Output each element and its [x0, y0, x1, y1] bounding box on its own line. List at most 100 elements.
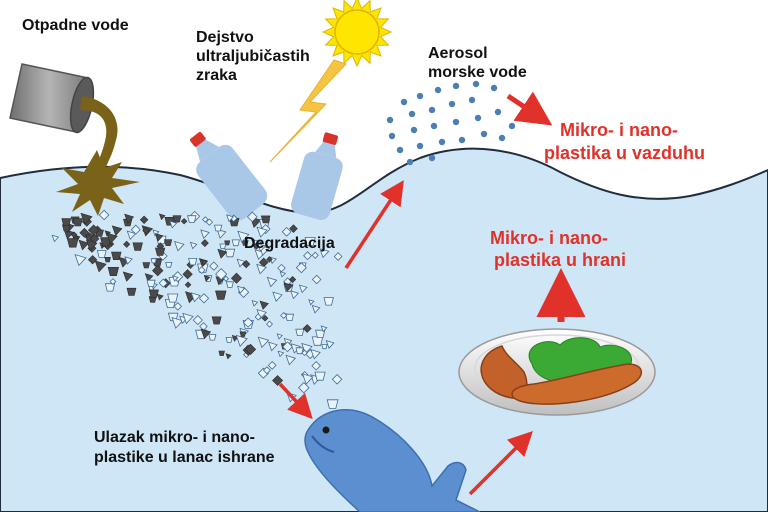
aerosol-droplet — [410, 126, 418, 134]
microplastic-particle — [98, 209, 110, 221]
microplastic-particle — [180, 218, 188, 225]
microplastic-particle — [333, 252, 343, 261]
aerosol-droplet — [388, 132, 396, 140]
microplastic-particle — [283, 282, 294, 292]
microplastic-particle — [165, 261, 173, 268]
microplastic-particle — [215, 268, 228, 281]
microplastic-particle — [301, 342, 313, 355]
microplastic-particle — [182, 312, 194, 325]
microplastic-particle — [142, 226, 150, 235]
microplastic-particle — [289, 275, 297, 284]
label-degradation: Degradacija — [244, 235, 335, 252]
aerosol-droplet — [498, 134, 506, 142]
microplastic-particle — [80, 212, 93, 225]
microplastic-particle — [239, 331, 247, 337]
microplastic-particle — [208, 334, 217, 341]
microplastic-particle — [257, 243, 267, 253]
microplastic-particle — [224, 248, 236, 258]
microplastic-particle — [321, 344, 328, 350]
microplastic-particle — [310, 348, 321, 360]
microplastic-particle — [304, 237, 316, 247]
microplastic-particle — [314, 371, 326, 381]
microplastic-particle — [122, 271, 134, 282]
microplastic-particle — [139, 215, 149, 225]
microplastic-particle — [78, 239, 90, 251]
microplastic-particle — [213, 224, 223, 232]
microplastic-particle — [311, 274, 322, 285]
microplastic-particle — [301, 349, 308, 357]
label-aerosol-line1: Aerosol — [428, 45, 488, 62]
microplastic-particle — [61, 218, 72, 226]
microplastic-particle — [104, 256, 111, 263]
microplastic-particle — [109, 278, 117, 285]
microplastic-particle — [218, 350, 225, 356]
microplastic-particle — [242, 259, 251, 269]
aerosol-droplet — [406, 158, 414, 166]
aerosol-droplet — [474, 114, 482, 122]
microplastic-particle — [256, 226, 268, 238]
microplastic-particle — [237, 230, 250, 243]
microplastic-particle — [202, 216, 209, 223]
microplastic-particle — [290, 290, 300, 300]
microplastic-particle — [87, 255, 98, 265]
microplastic-particle — [173, 240, 185, 252]
microplastic-particle — [261, 314, 269, 322]
aerosol-droplet — [386, 116, 394, 124]
microplastic-particle — [298, 382, 310, 394]
microplastic-particle — [326, 399, 339, 409]
aerosol-droplet — [428, 106, 436, 114]
bottle-icon — [290, 132, 343, 220]
microplastic-particle — [251, 299, 259, 307]
microplastic-particle — [219, 243, 227, 250]
microplastic-particle — [100, 237, 112, 247]
microplastic-particle — [111, 251, 122, 261]
microplastic-particle — [236, 285, 246, 294]
microplastic-particle — [323, 297, 334, 306]
aerosol-droplet — [448, 100, 456, 108]
label-aerosol-line2: morske vode — [428, 64, 527, 81]
microplastic-particle — [203, 275, 211, 282]
microplastic-particle — [184, 281, 192, 289]
microplastic-particle — [298, 284, 308, 294]
microplastic-particle — [279, 271, 287, 278]
microplastic-particle — [96, 250, 107, 258]
aerosol-droplet — [416, 142, 424, 150]
microplastic-particle — [289, 224, 298, 233]
aerosol-droplet — [408, 110, 416, 118]
label-food-line1: Mikro- i nano- — [490, 228, 608, 248]
microplastic-particle — [331, 374, 343, 385]
microplastic-particle — [311, 251, 319, 259]
aerosol-droplets — [386, 80, 516, 166]
microplastic-particle — [272, 291, 283, 302]
label-wastewater: Otpadne vode — [22, 17, 129, 34]
microplastic-particle — [167, 293, 179, 303]
microplastic-particle — [280, 312, 288, 319]
microplastic-particle — [155, 247, 166, 256]
microplastic-particle — [311, 336, 324, 346]
microplastic-particle — [311, 361, 321, 371]
microplastic-particle — [158, 213, 166, 221]
microplastic-particle — [144, 273, 154, 282]
microplastic-particle — [74, 253, 87, 267]
sun-icon — [321, 0, 393, 68]
microplastic-particle — [260, 215, 271, 224]
microplastic-particle — [235, 334, 248, 347]
label-uv-line1: Dejstvo — [196, 29, 254, 46]
aerosol-droplet — [468, 96, 476, 104]
microplastic-particle — [199, 322, 208, 331]
aerosol-droplet — [508, 122, 516, 130]
microplastic-particle — [126, 230, 137, 241]
microplastic-particle — [87, 224, 100, 236]
microplastic-particle — [216, 228, 227, 239]
microplastic-particle — [148, 289, 159, 298]
microplastic-particle — [104, 283, 116, 292]
microplastic-particle — [262, 366, 271, 375]
microplastic-particle — [231, 239, 240, 247]
label-air-line2: plastika u vazduhu — [544, 143, 706, 163]
arrow-to-fish — [278, 382, 313, 420]
microplastic-particle — [173, 302, 183, 311]
aerosol-droplet — [396, 146, 404, 154]
microplastic-particle — [89, 233, 100, 244]
microplastic-particle — [130, 224, 141, 235]
microplastic-particle — [72, 218, 83, 227]
